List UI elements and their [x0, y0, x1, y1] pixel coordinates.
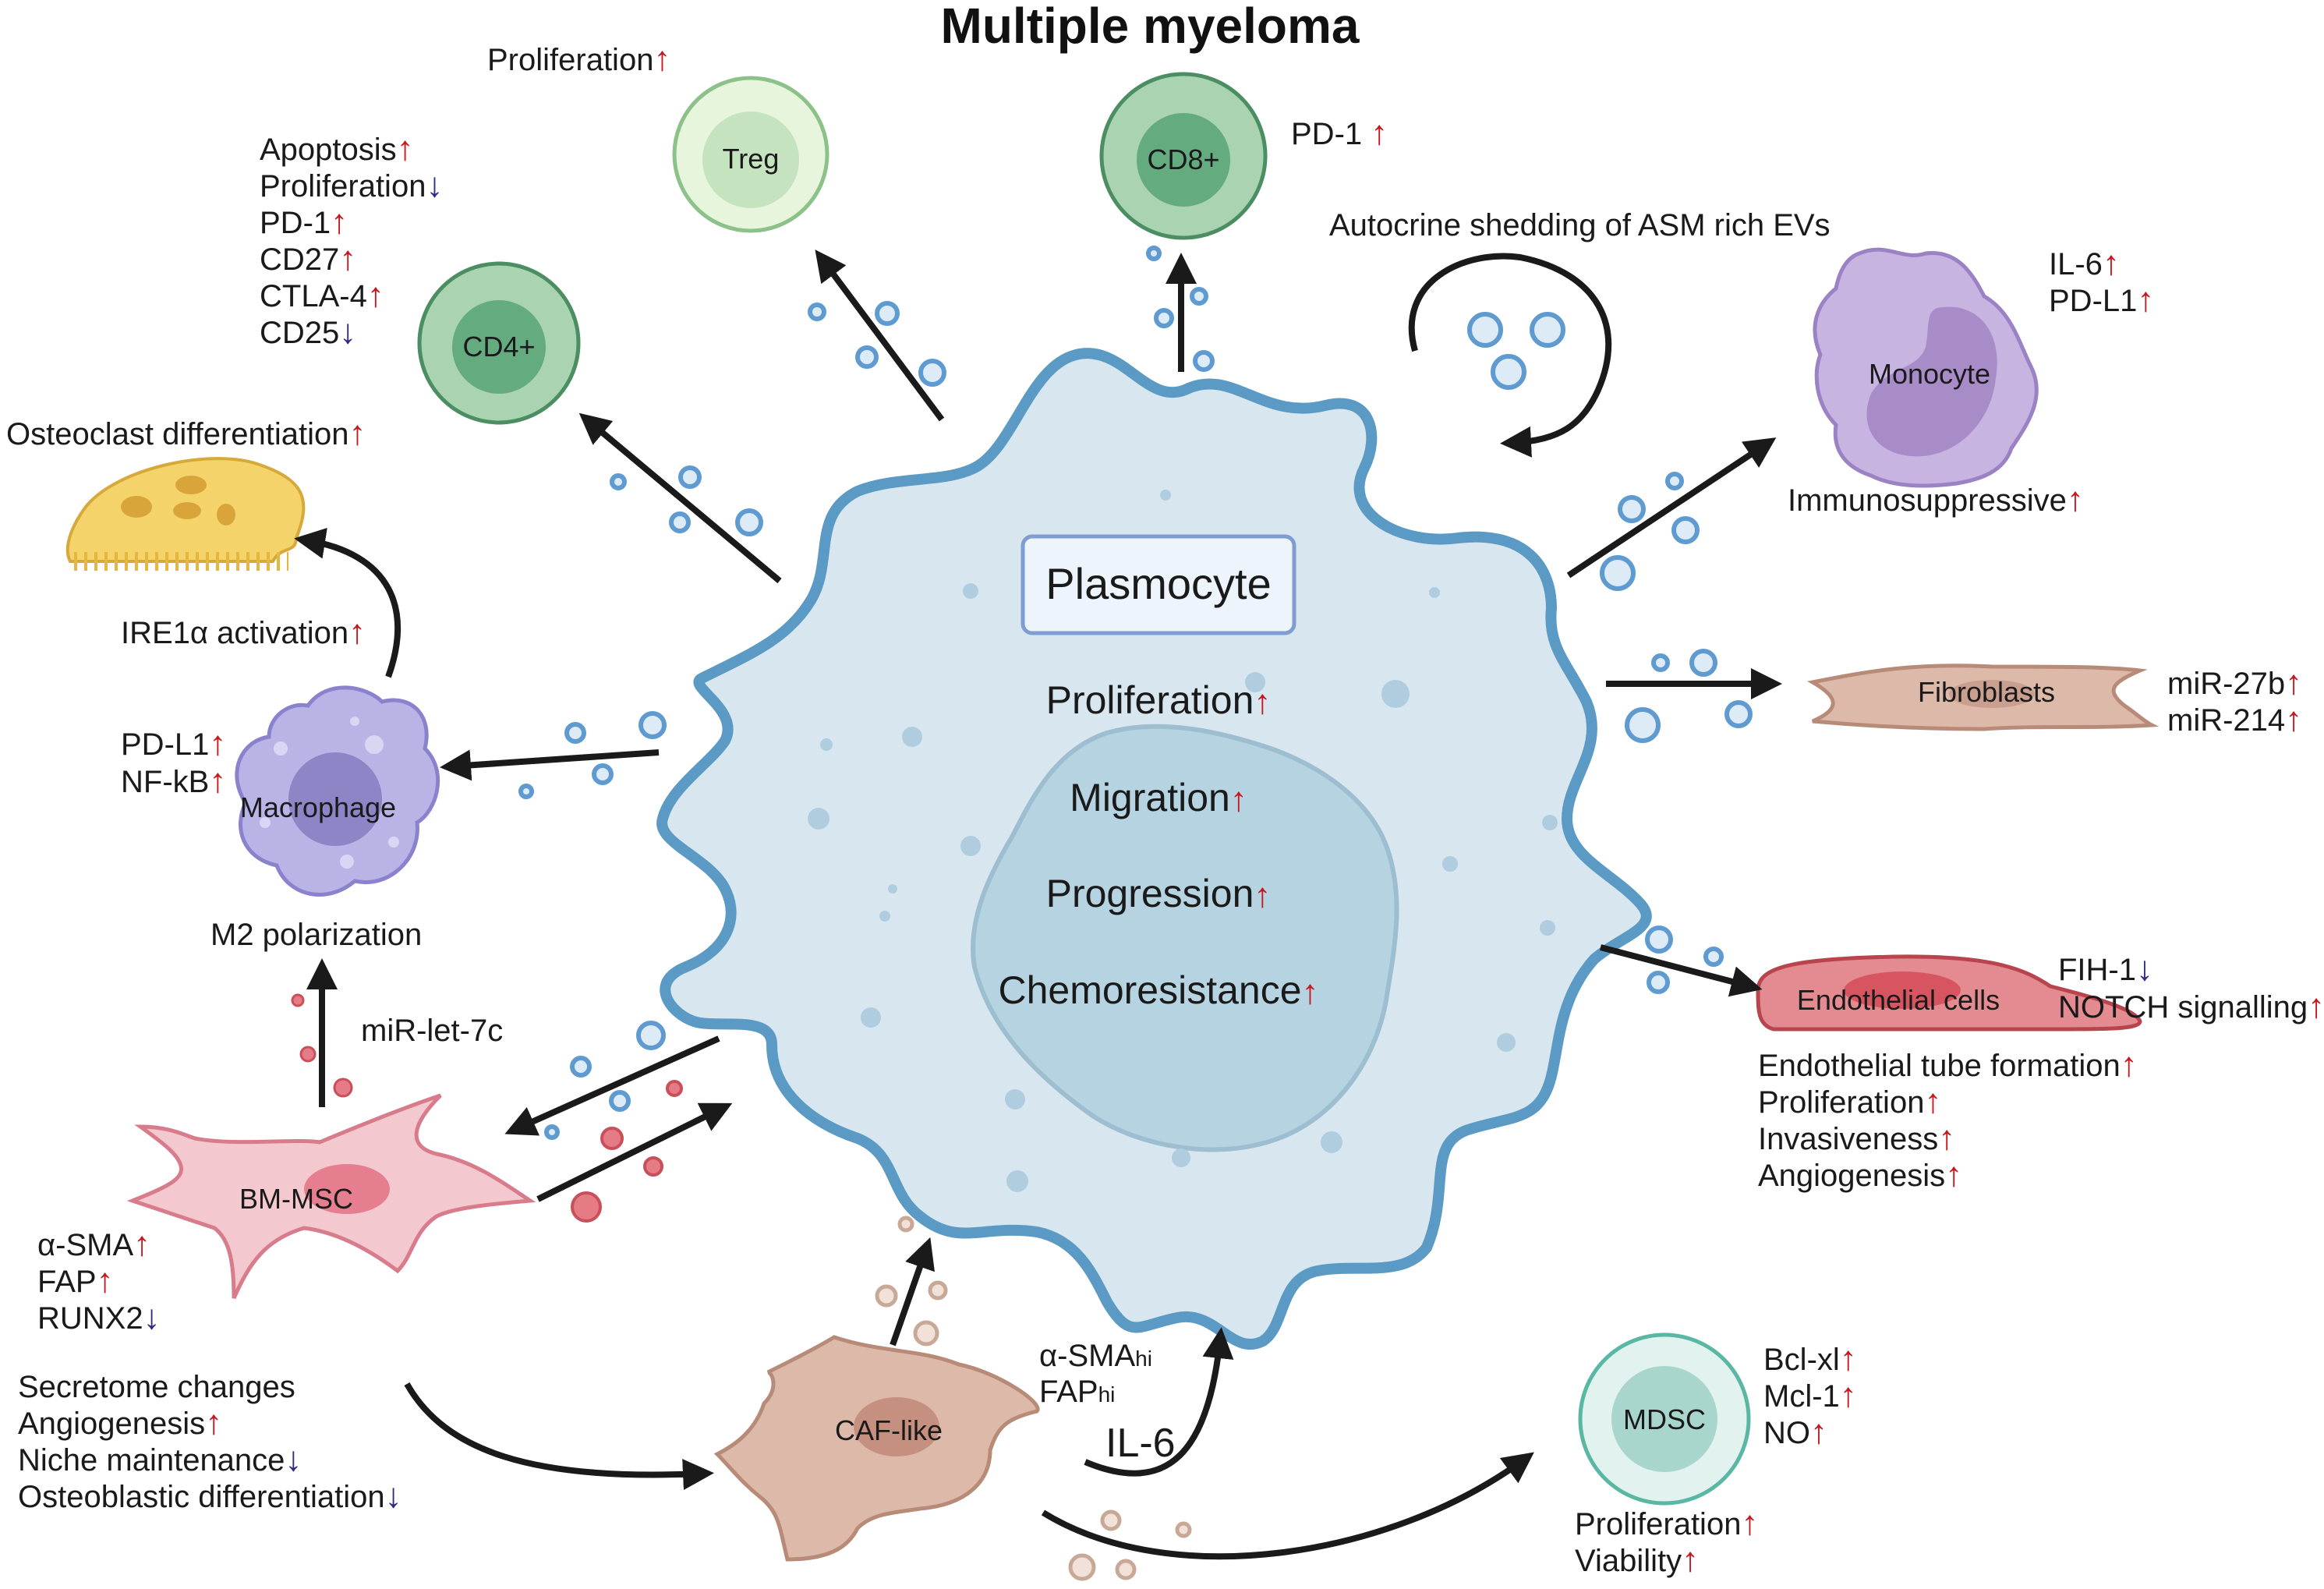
mdsc-effect-no: NO↑ — [1763, 1413, 1827, 1451]
arrow-to-macrophage — [440, 749, 660, 781]
bmmsc-marker-asma: α-SMA↑ — [37, 1225, 150, 1263]
m2-polarization-label: M2 polarization — [210, 918, 422, 952]
monocyte-effect-il6: IL-6↑ — [2049, 244, 2120, 282]
endothelial-effect-fih1: FIH-1↓ — [2058, 950, 2153, 988]
arrow-caf-to-plasmocyte — [890, 1237, 935, 1347]
center-effect-proliferation: Proliferation↑ — [1046, 678, 1272, 722]
arrow-to-monocyte — [1566, 437, 1777, 579]
macrophage-effect-nfkb: NF-kB↑ — [121, 762, 226, 800]
bmmsc-effect-osteoblastic: Osteoblastic differentiation↓ — [18, 1477, 402, 1515]
monocyte-label: Monocyte — [1869, 358, 1990, 390]
mdsc-bottom-viability: Viability↑ — [1575, 1541, 1699, 1579]
mirlet7c-label: miR-let-7c — [361, 1014, 503, 1048]
cd4-effect-apoptosis: Apoptosis↑ — [260, 129, 414, 168]
arrow-to-mdsc — [1041, 1452, 1534, 1560]
arrow-from-bmmsc — [536, 1102, 733, 1202]
fibroblasts-cell: Fibroblasts — [1806, 664, 2160, 731]
center-effect-progression: Progression↑ — [1046, 872, 1272, 915]
fibroblasts-effect-mir27b: miR-27b↑ — [2167, 664, 2302, 702]
osteoclast-cell — [65, 457, 306, 571]
mdsc-cell: MDSC — [1578, 1332, 1751, 1506]
arrow-to-endothelial — [1599, 944, 1763, 997]
cd4-effects: Apoptosis↑ Proliferation↓ PD-1↑ CD27↑ CT… — [260, 129, 443, 351]
ire1-label: IRE1α activation↑ — [121, 613, 366, 651]
mdsc-effect-mcl1: Mcl-1↑ — [1763, 1376, 1857, 1414]
cd4-label: CD4+ — [462, 331, 535, 363]
bmmsc-marker-fap: FAP↑ — [37, 1262, 114, 1300]
endothelial-bottom-tube: Endothelial tube formation↑ — [1758, 1046, 2138, 1084]
bmmsc-marker-runx2: RUNX2↓ — [37, 1298, 161, 1336]
cd4-effect-cd27: CD27↑ — [260, 239, 356, 278]
macrophage-label: Macrophage — [240, 791, 396, 823]
cd4-effect-cd25: CD25↓ — [260, 313, 356, 351]
treg-cell: Treg — [672, 76, 829, 233]
caf-cell: CAF-like — [713, 1335, 1040, 1562]
osteoclast-effect: Osteoclast differentiation↑ — [6, 414, 366, 452]
endothelial-effect-notch: NOTCH signalling↑ — [2058, 987, 2324, 1025]
bmmsc-label: BM-MSC — [239, 1183, 353, 1215]
mirlet7c-vesicles — [291, 993, 353, 1098]
arrow-il6 — [1084, 1327, 1234, 1477]
arrow-to-treg — [815, 249, 945, 422]
center-effect-chemoresistance: Chemoresistance↑ — [998, 968, 1318, 1012]
cd4-effect-ctla4: CTLA-4↑ — [260, 276, 384, 314]
cd8-effect: PD-1 ↑ — [1291, 114, 1388, 152]
cd4-effect-pd1: PD-1↑ — [260, 203, 348, 241]
mdsc-effect-bclxl: Bcl-xl↑ — [1763, 1340, 1857, 1378]
arrow-autocrine — [1408, 253, 1612, 458]
bmmsc-effect-angiogenesis: Angiogenesis↑ — [18, 1403, 222, 1442]
mdsc-bottom-proliferation: Proliferation↑ — [1575, 1504, 1758, 1542]
monocyte-effect-pdl1: PD-L1↑ — [2049, 281, 2154, 319]
cd8-label: CD8+ — [1147, 143, 1219, 175]
il6-label: IL-6 — [1105, 1421, 1176, 1466]
autocrine-label: Autocrine shedding of ASM rich EVs — [1329, 208, 1831, 242]
arrow-to-osteoclast — [294, 528, 401, 678]
cd4-effect-proliferation: Proliferation↓ — [260, 166, 443, 204]
mdsc-label: MDSC — [1623, 1403, 1706, 1435]
caf-marker-fap: FAPhi — [1039, 1375, 1115, 1409]
bmmsc-cell: BM-MSC — [126, 1093, 536, 1300]
caf-marker-asma: α-SMAhi — [1039, 1339, 1152, 1373]
plasmocyte-label: Plasmocyte — [1045, 559, 1271, 608]
bmmsc-effect-niche: Niche maintenance↓ — [18, 1440, 302, 1478]
monocyte-cell: Monocyte — [1813, 247, 2039, 488]
bmmsc-effect-secretome: Secretome changes — [18, 1370, 295, 1404]
cd4-cell: CD4+ — [417, 261, 581, 425]
arrow-to-caf — [404, 1382, 714, 1491]
treg-label: Treg — [723, 143, 780, 175]
fibroblasts-effect-mir214: miR-214↑ — [2167, 700, 2302, 738]
endothelial-bottom-invasiveness: Invasiveness↑ — [1758, 1119, 1955, 1157]
endothelial-cell: Endothelial cells — [1756, 954, 2142, 1032]
bmmsc-vesicles — [571, 1080, 683, 1223]
endothelial-bottom-angiogenesis: Angiogenesis↑ — [1758, 1155, 1962, 1194]
fibroblasts-label: Fibroblasts — [1918, 676, 2055, 708]
caf-vesicles — [875, 1216, 1192, 1581]
treg-effect: Proliferation↑ — [487, 40, 670, 78]
macrophage-effect-pdl1: PD-L1↑ — [121, 724, 226, 763]
arrow-to-bmmsc — [504, 1035, 720, 1136]
caf-label: CAF-like — [835, 1414, 943, 1446]
plasmocyte-cell — [656, 348, 1652, 1350]
plasmocyte-label-box: Plasmocyte — [1021, 534, 1296, 635]
endothelial-label: Endothelial cells — [1797, 984, 2000, 1016]
center-effect-migration: Migration↑ — [1070, 776, 1247, 819]
plasmocyte-vesicles — [808, 490, 1558, 1192]
blue-extracellular-vesicles — [518, 246, 1753, 1140]
cd8-cell: CD8+ — [1099, 72, 1268, 240]
endothelial-bottom-proliferation: Proliferation↑ — [1758, 1082, 1941, 1120]
monocyte-effect-immunosuppressive: Immunosuppressive↑ — [1788, 480, 2084, 518]
plasmocyte-nucleus — [971, 724, 1399, 1152]
page-title: Multiple myeloma — [941, 0, 1360, 54]
arrow-to-cd4 — [578, 412, 782, 584]
macrophage-cell: Macrophage — [235, 685, 440, 897]
